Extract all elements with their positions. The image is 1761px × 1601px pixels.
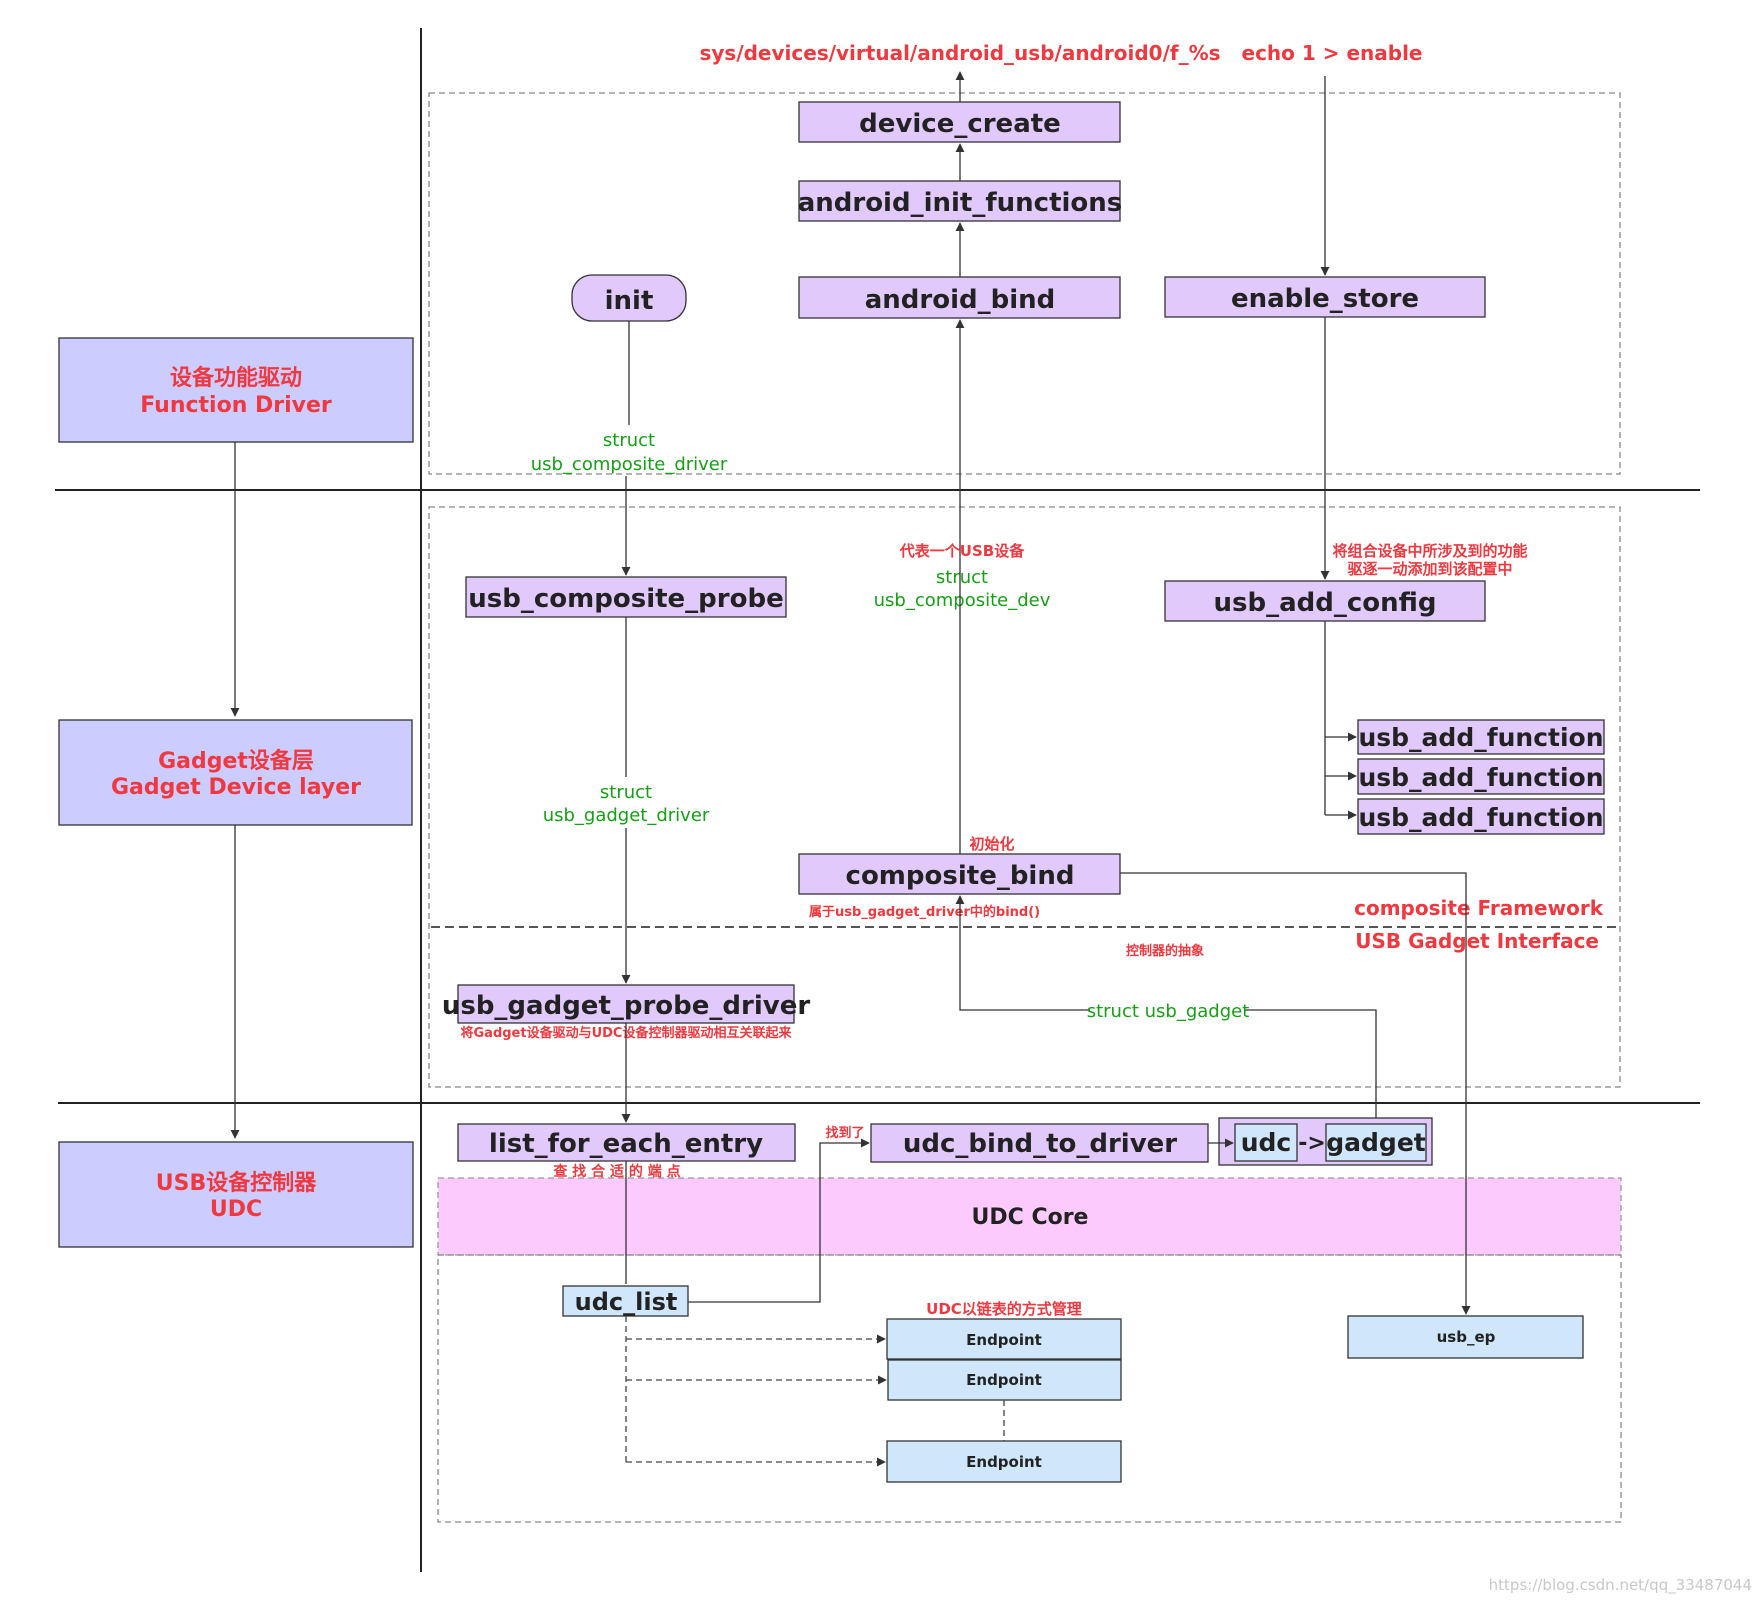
line-gadget-to-composite-bind <box>1245 1009 1377 1122</box>
layer-function-driver: 设备功能驱动 Function Driver <box>58 337 414 443</box>
sysfs-path-label: sys/devices/virtual/android_usb/android0… <box>699 41 1220 65</box>
composite-bind-box: composite_bind <box>798 853 1121 895</box>
init-note: 初始化 <box>969 835 1014 853</box>
endpoint-label-3: Endpoint <box>966 1453 1042 1471</box>
arrow-usb-gadget-to-composite-bind <box>955 895 1090 1011</box>
android-bind-box: android_bind <box>798 276 1121 319</box>
found-note: 找到了 <box>825 1125 864 1141</box>
layer-udc: USB设备控制器 UDC <box>58 1141 414 1248</box>
usb-add-function-label-2: usb_add_function <box>1358 763 1603 792</box>
list-for-each-entry-label: list_for_each_entry <box>489 1129 763 1159</box>
layer-gadget-device: Gadget设备层 Gadget Device layer <box>58 719 413 826</box>
usb-device-note: 代表一个USB设备 <box>899 542 1025 560</box>
usb-ep-box: usb_ep <box>1347 1315 1584 1359</box>
gadget-driver-label-2: usb_gadget_driver <box>543 805 710 826</box>
usb-add-config-label: usb_add_config <box>1213 588 1436 618</box>
composite-bind-label: composite_bind <box>846 861 1075 891</box>
gadget-layer-region <box>428 506 1621 1088</box>
usb-gadget-probe-driver-box: usb_gadget_probe_driver <box>442 984 811 1024</box>
usb-gadget-probe-driver-label: usb_gadget_probe_driver <box>442 991 811 1021</box>
udc-lower-region <box>437 1254 1622 1523</box>
layer-gadget-device-cn: Gadget设备层 <box>158 748 314 774</box>
usb-add-function-box-3: usb_add_function <box>1357 798 1605 835</box>
composite-driver-label-1: struct <box>603 430 655 451</box>
device-create-box: device_create <box>798 101 1121 143</box>
device-create-label: device_create <box>859 109 1061 139</box>
arrow-udc-list-to-udc-bind <box>688 1138 870 1303</box>
endpoint-box-2: Endpoint <box>887 1359 1122 1401</box>
android-init-functions-box: android_init_functions <box>798 180 1123 222</box>
udc-core-label: UDC Core <box>972 1205 1089 1230</box>
function-driver-region <box>428 92 1621 475</box>
usb-gadget-interface-label: USB Gadget Interface <box>1355 929 1599 953</box>
udc-bind-to-driver-box: udc_bind_to_driver <box>870 1123 1209 1163</box>
controller-abstract-note: 控制器的抽象 <box>1126 943 1204 959</box>
udc-list-label: udc_list <box>575 1288 678 1316</box>
udc-arrow-label: -> <box>1298 1131 1326 1156</box>
udc-bind-to-driver-label: udc_bind_to_driver <box>903 1129 1177 1159</box>
usb-composite-probe-box: usb_composite_probe <box>465 576 787 618</box>
init-label: init <box>605 286 654 316</box>
android-bind-label: android_bind <box>865 285 1056 315</box>
layer-gadget-device-en: Gadget Device layer <box>111 775 361 800</box>
find-endpoint-note: 查 找 合 适 的 端 点 <box>553 1163 680 1180</box>
usb-add-config-box: usb_add_config <box>1164 580 1486 622</box>
usb-add-function-box-1: usb_add_function <box>1357 719 1605 755</box>
endpoint-label-2: Endpoint <box>966 1371 1042 1389</box>
layer-function-driver-en: Function Driver <box>140 393 332 418</box>
usb-add-function-label-3: usb_add_function <box>1358 803 1603 832</box>
list-for-each-entry-box: list_for_each_entry <box>457 1123 796 1162</box>
udc-list-note: UDC以链表的方式管理 <box>926 1300 1082 1318</box>
init-box: init <box>571 274 687 322</box>
usb-add-function-label-1: usb_add_function <box>1358 723 1603 752</box>
line-composite-bind-to-usb-ep <box>1120 872 1471 1315</box>
udc-gadget-group: udc -> gadget <box>1218 1117 1433 1166</box>
layer-udc-cn: USB设备控制器 <box>156 1170 317 1196</box>
add-config-note-1: 将组合设备中所涉及到的功能 <box>1332 542 1527 560</box>
bind-note: 属于usb_gadget_driver中的bind() <box>809 904 1040 920</box>
udc-core-region <box>437 1177 1622 1256</box>
udc-list-box: udc_list <box>562 1285 689 1317</box>
usb-add-function-box-2: usb_add_function <box>1357 758 1605 795</box>
usb-gadget-label: struct usb_gadget <box>1087 1001 1250 1022</box>
android-init-functions-label: android_init_functions <box>798 188 1123 218</box>
enable-store-box: enable_store <box>1164 276 1486 318</box>
composite-driver-label-2: usb_composite_driver <box>531 454 728 475</box>
composite-dev-label-1: struct <box>936 567 988 588</box>
enable-store-label: enable_store <box>1231 284 1419 314</box>
endpoint-label-1: Endpoint <box>966 1331 1042 1349</box>
composite-framework-label: composite Framework <box>1354 896 1604 920</box>
composite-dev-label-2: usb_composite_dev <box>874 590 1051 611</box>
echo-enable-label: echo 1 > enable <box>1242 41 1423 65</box>
usb-composite-probe-label: usb_composite_probe <box>468 584 783 614</box>
layer-udc-en: UDC <box>210 1197 262 1222</box>
watermark: https://blog.csdn.net/qq_33487044 <box>1489 1576 1752 1595</box>
endpoint-box-1: Endpoint <box>886 1318 1122 1360</box>
gadget-driver-label-1: struct <box>600 782 652 803</box>
udc-label: udc <box>1241 1128 1292 1157</box>
usb-ep-label: usb_ep <box>1437 1328 1496 1346</box>
gadget-label: gadget <box>1326 1128 1426 1157</box>
layer-function-driver-cn: 设备功能驱动 <box>170 365 302 391</box>
add-config-note-2: 驱逐一动添加到该配置中 <box>1347 560 1512 578</box>
endpoint-box-3: Endpoint <box>886 1440 1122 1483</box>
